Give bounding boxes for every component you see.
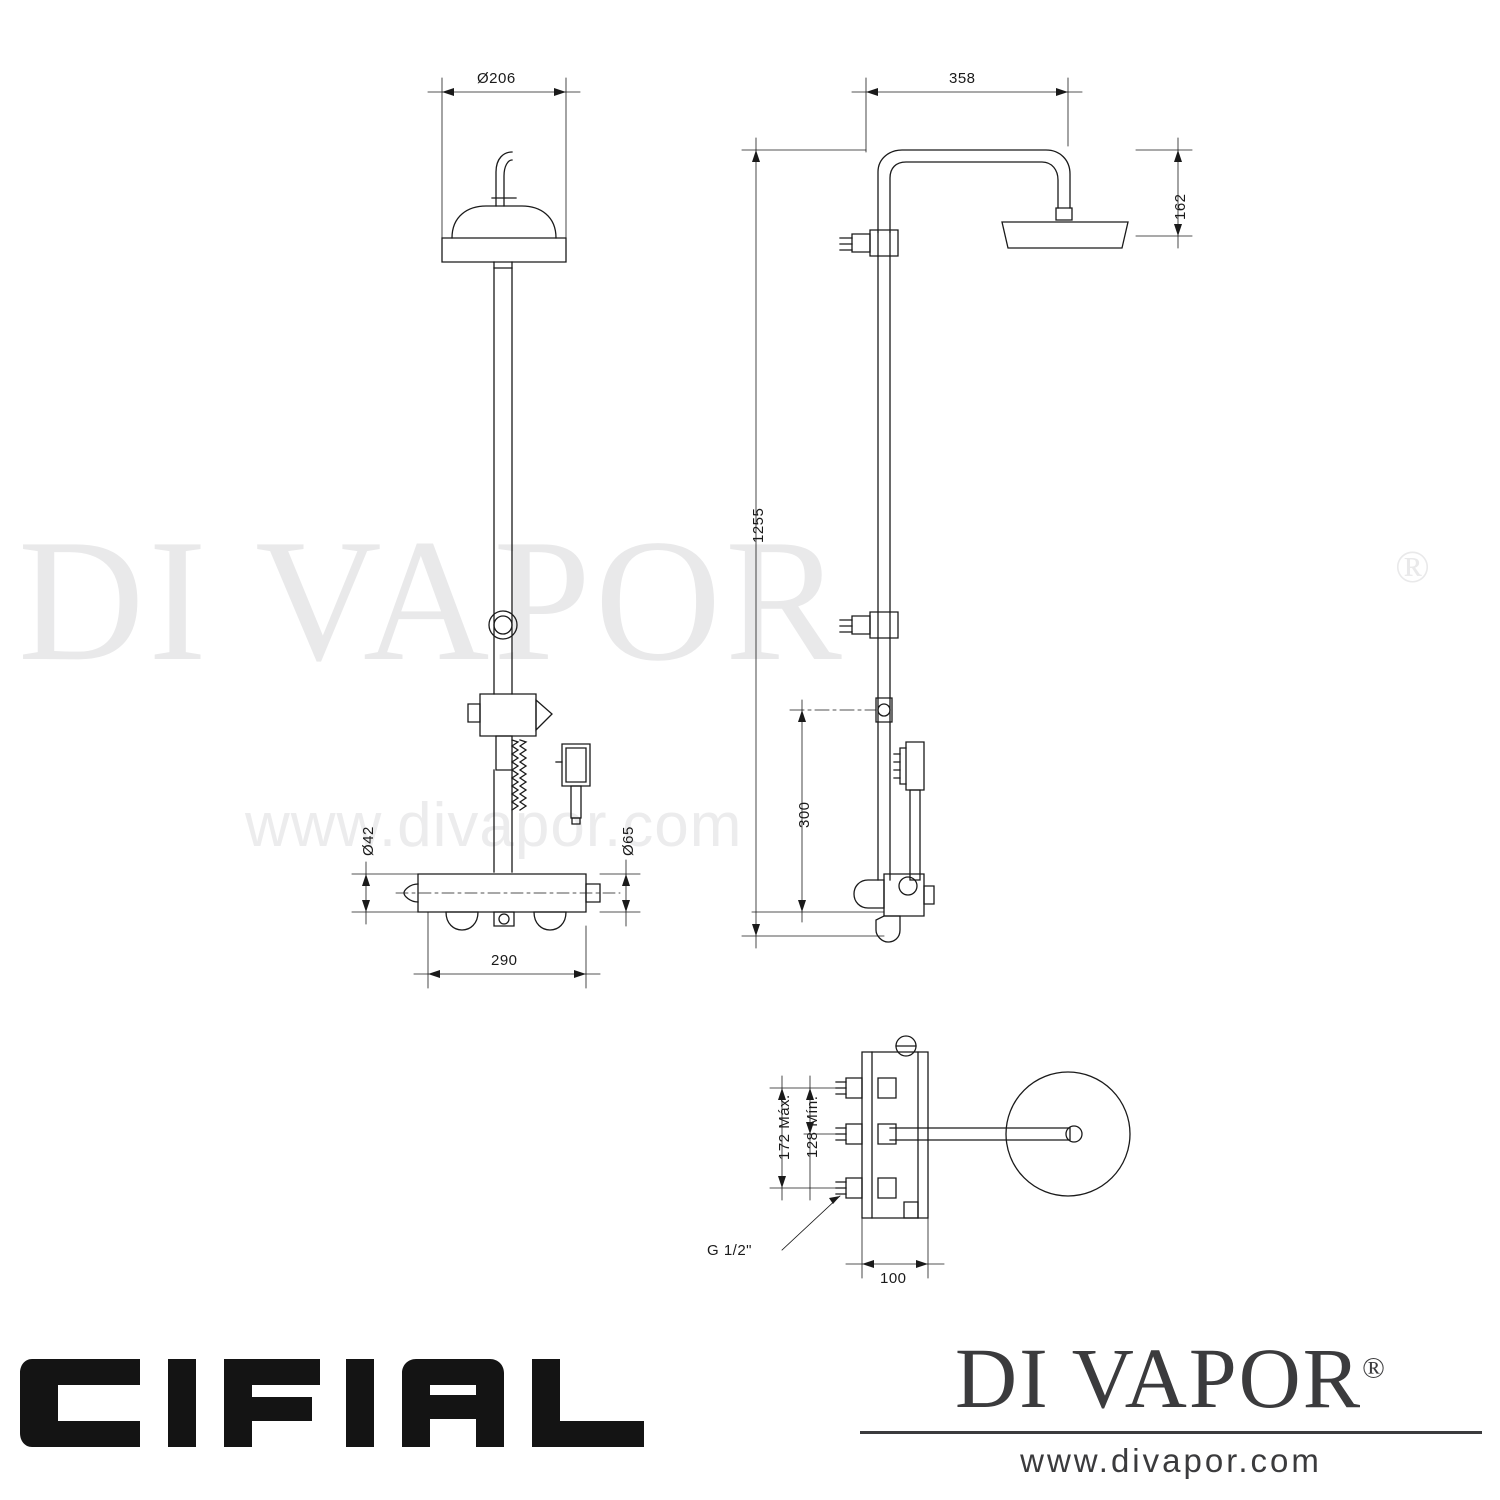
divapor-divider — [860, 1431, 1482, 1434]
watermark-brand: DI VAPOR — [18, 503, 846, 697]
dim-riser-base-diameter: Ø42 — [360, 826, 377, 856]
dim-inlet-centres-min: 128 Mín. — [804, 1095, 821, 1158]
watermark-registered: ® — [1395, 541, 1430, 592]
logo-cifial — [20, 1345, 670, 1465]
callout-inlet-thread: G 1/2" — [707, 1242, 753, 1259]
watermark-url: www.divapor.com — [245, 791, 743, 860]
dim-head-projection: 358 — [949, 70, 976, 87]
divapor-url: www.divapor.com — [1020, 1442, 1322, 1479]
cifial-wordmark — [20, 1359, 644, 1447]
dim-valve-width: 290 — [491, 952, 518, 969]
divapor-name: DI VAPOR — [955, 1330, 1363, 1426]
dim-overall-height: 1255 — [750, 507, 767, 543]
dim-handset-bracket-diameter: Ø65 — [620, 826, 637, 856]
dim-rail-travel: 300 — [796, 801, 813, 828]
dim-head-diameter: Ø206 — [477, 70, 516, 87]
dim-inlet-centres-max: 172 Máx. — [776, 1094, 793, 1160]
divapor-wordmark: DI VAPOR® — [860, 1335, 1482, 1421]
logo-divapor: DI VAPOR® www.divapor.com — [860, 1335, 1482, 1480]
divapor-registered: ® — [1362, 1351, 1387, 1385]
dim-head-drop: 162 — [1172, 193, 1189, 220]
dim-valve-depth: 100 — [880, 1270, 907, 1287]
